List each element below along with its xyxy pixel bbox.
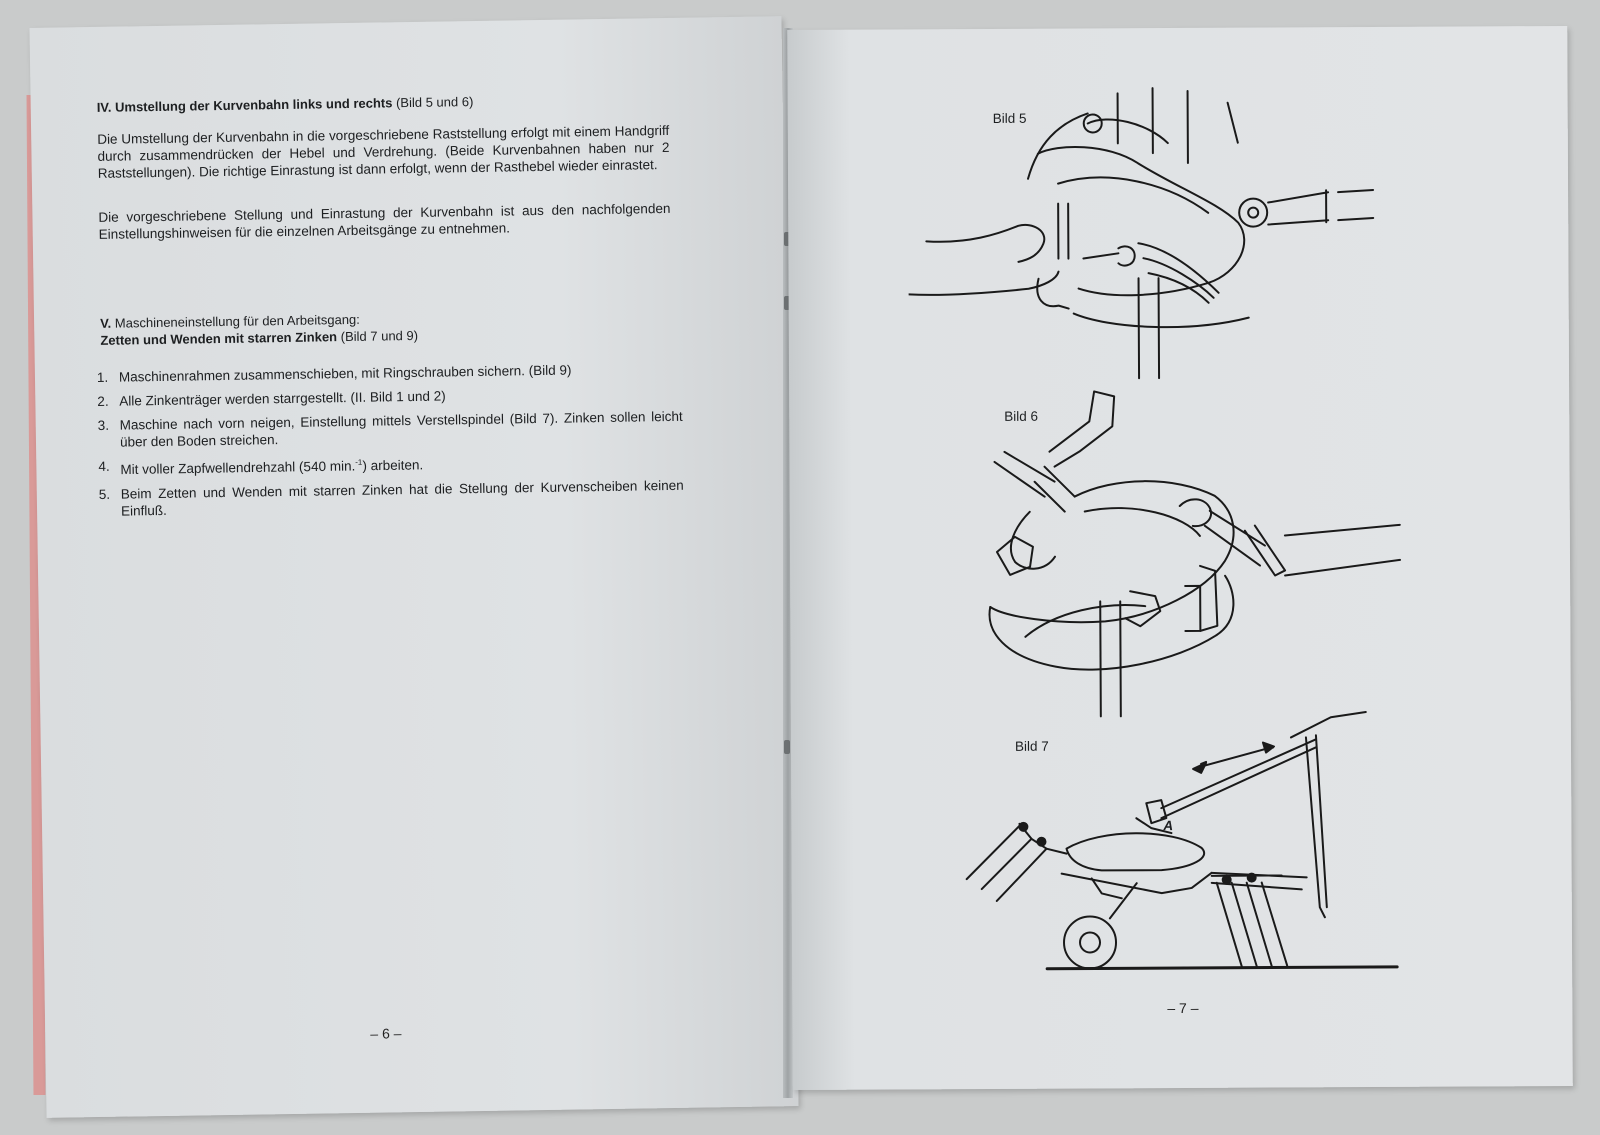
figure-5-illustration [907, 87, 1375, 380]
list-item-text: Maschinenrahmen zusammenschieben, mit Ri… [118, 362, 572, 385]
list-item-text-start: Mit voller Zapfwellendrehzahl (540 min. [120, 458, 356, 478]
section-5-figure-ref: (Bild 7 und 9) [340, 327, 419, 345]
list-item: 2. Alle Zinkenträger werden starrgestell… [97, 384, 682, 410]
section-4-title: IV. Umstellung der Kurvenbahn links und … [96, 95, 393, 115]
instruction-list: 1. Maschinenrahmen zusammenschieben, mit… [97, 360, 684, 527]
list-item: 3. Maschine nach vorn neigen, Einstellun… [98, 408, 683, 451]
section-4-figure-ref: (Bild 5 und 6) [395, 94, 474, 111]
figure-7-marker-a: A [1163, 818, 1174, 834]
left-page: IV. Umstellung der Kurvenbahn links und … [29, 16, 799, 1118]
list-item-number: 1. [96, 369, 109, 385]
list-item-text: Beim Zetten und Wenden mit starren Zinke… [120, 477, 684, 519]
list-item-number: 4. [98, 458, 110, 474]
list-item: 5. Beim Zetten und Wenden mit starren Zi… [99, 476, 684, 519]
page-number-right: – 7 – [1167, 999, 1199, 1017]
list-item-number: 2. [97, 393, 109, 409]
list-item-text: Alle Zinkenträger werden starrgestellt. … [119, 388, 446, 409]
figure-6-illustration [988, 390, 1402, 718]
list-item-number: 3. [97, 417, 110, 433]
list-item-text: Maschine nach vorn neigen, Einstellung m… [119, 408, 683, 450]
list-item-text-end: ) arbeiten. [362, 457, 424, 474]
page-number-left: – 6 – [370, 1025, 402, 1042]
section-5-subtitle: Zetten und Wenden mit starren Zinken [100, 329, 338, 348]
section-5-heading: V. Maschineneinstellung für den Arbeitsg… [100, 306, 680, 349]
list-item: 1. Maschinenrahmen zusammenschieben, mit… [97, 360, 682, 386]
right-page: Bild 5 Bild 6 [787, 25, 1573, 1091]
staple [784, 296, 790, 310]
booklet-spine [783, 28, 793, 1098]
section-4-heading: IV. Umstellung der Kurvenbahn links und … [97, 90, 677, 116]
list-item: 4. Mit voller Zapfwellendrehzahl (540 mi… [98, 449, 683, 479]
staple [784, 740, 790, 754]
paragraph-2: Die vorgeschriebene Stellung und Einrast… [98, 200, 671, 242]
paragraph-1: Die Umstellung der Kurvenbahn in die vor… [97, 122, 670, 181]
staple [784, 232, 790, 246]
section-5-label: V. [100, 315, 112, 331]
figure-7-illustration [965, 711, 1399, 971]
list-item-number: 5. [98, 486, 111, 502]
